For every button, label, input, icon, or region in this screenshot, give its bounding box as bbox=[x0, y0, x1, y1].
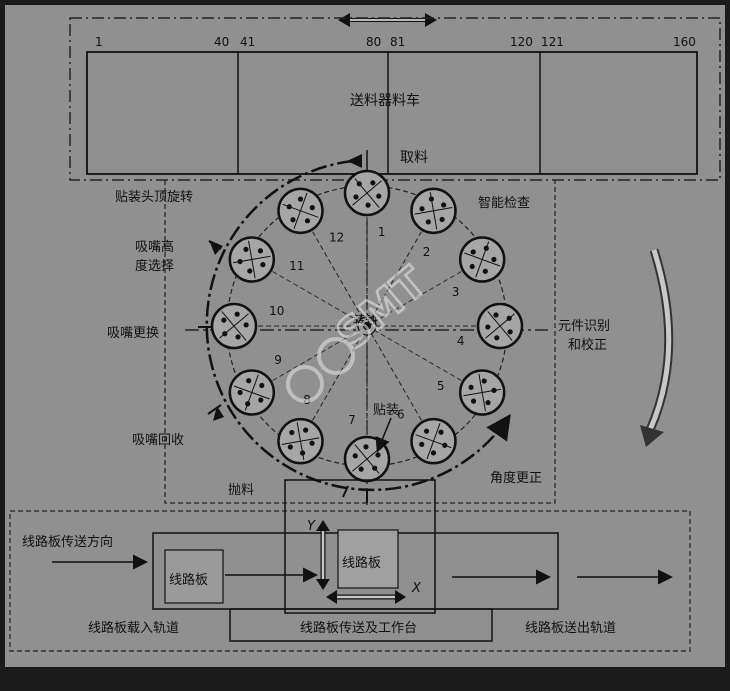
station-label-angle: 角度更正 bbox=[490, 470, 542, 486]
slot-number: 41 bbox=[240, 35, 255, 49]
feeder-enclosure bbox=[69, 17, 721, 181]
worktable-column bbox=[284, 479, 436, 614]
nozzle-head bbox=[210, 302, 258, 350]
axis-x-label: X bbox=[411, 581, 422, 596]
nozzle-head bbox=[410, 417, 457, 465]
direction-label: 线路板传送方向 bbox=[22, 534, 113, 550]
head-number: 3 bbox=[452, 285, 460, 299]
board-inbound bbox=[164, 549, 224, 604]
station-label-recognition: 元件识别 bbox=[558, 319, 610, 334]
nozzle-head bbox=[458, 369, 506, 416]
nozzle-head bbox=[277, 417, 324, 465]
hub-label: 转轴 bbox=[353, 312, 377, 327]
board-label: 线路板 bbox=[169, 572, 208, 588]
head-number: 12 bbox=[329, 230, 344, 244]
nozzle-head bbox=[343, 169, 391, 217]
turret-hub: 转轴 bbox=[353, 312, 377, 336]
spoke-line bbox=[300, 210, 368, 327]
conveyor-enclosure bbox=[9, 510, 691, 652]
pick-label: 取料 bbox=[400, 150, 428, 166]
station-label-recognition: 和校正 bbox=[568, 337, 607, 353]
head-number: 10 bbox=[269, 304, 284, 318]
nozzle-head bbox=[228, 236, 276, 283]
head-number: 9 bbox=[274, 353, 282, 367]
slot-number: 121 bbox=[541, 35, 564, 49]
station-label-nozzle-change: 吸嘴更换 bbox=[107, 326, 159, 341]
nozzle-head bbox=[458, 236, 506, 283]
spoke-line bbox=[366, 325, 483, 393]
table-label: 线路板传送及工作台 bbox=[300, 620, 417, 636]
station-label-height: 吸嘴高 bbox=[135, 239, 174, 255]
board-on-table bbox=[337, 529, 399, 589]
station-label-check: 智能检查 bbox=[478, 196, 530, 211]
inbound-label: 线路板载入轨道 bbox=[88, 620, 179, 636]
spoke-line bbox=[300, 325, 368, 442]
slot-number: 160 bbox=[673, 35, 696, 49]
nozzle-head bbox=[228, 369, 276, 416]
head-number: 6 bbox=[397, 408, 405, 422]
arrowhead bbox=[213, 406, 224, 421]
worktable-base bbox=[229, 608, 493, 642]
slot-number: 81 bbox=[390, 35, 405, 49]
station-label-mount: 贴装 bbox=[373, 403, 399, 418]
rotation-arc bbox=[205, 159, 511, 492]
spoke-line bbox=[366, 325, 434, 442]
outbound-label: 线路板送出轨道 bbox=[525, 620, 616, 636]
feeder-label: 送料器料车 bbox=[350, 92, 420, 109]
nozzle-head bbox=[277, 187, 324, 235]
slot-number: 40 bbox=[214, 35, 229, 49]
nozzle-head bbox=[476, 302, 524, 350]
nozzle-head bbox=[410, 187, 457, 235]
mount-arrow bbox=[375, 417, 392, 453]
x-axis-arrow bbox=[326, 590, 406, 604]
station-label-height: 度选择 bbox=[135, 258, 174, 274]
rotation-arc-arrowhead bbox=[347, 154, 362, 168]
direction-arrow bbox=[640, 248, 674, 447]
spoke-line bbox=[366, 210, 434, 327]
head-number: 2 bbox=[423, 245, 431, 259]
head-number: 4 bbox=[457, 334, 465, 348]
slot-number: 120 bbox=[510, 35, 533, 49]
head-number: 5 bbox=[437, 379, 445, 393]
station-label-nozzle-return: 吸嘴回收 bbox=[132, 433, 184, 448]
spoke-line bbox=[366, 259, 483, 327]
y-axis-arrow bbox=[316, 520, 330, 590]
spoke-line bbox=[251, 259, 368, 327]
slot-number: 1 bbox=[95, 35, 103, 49]
spoke-line bbox=[251, 325, 368, 393]
station-label-discard: 抛料 bbox=[228, 483, 254, 498]
slot-number: 80 bbox=[366, 35, 381, 49]
station-label-rotate: 贴装头顶旋转 bbox=[115, 190, 193, 205]
head-number: 7 bbox=[348, 413, 356, 427]
head-number: 1 bbox=[378, 225, 386, 239]
feeder-box bbox=[86, 51, 698, 175]
head-number: 11 bbox=[289, 259, 304, 273]
arrowhead bbox=[209, 240, 223, 255]
turret-enclosure bbox=[164, 180, 556, 504]
feeder-motion-arrow bbox=[338, 13, 437, 27]
board-label: 线路板 bbox=[342, 555, 381, 571]
axis-y-label: Y bbox=[307, 519, 316, 534]
